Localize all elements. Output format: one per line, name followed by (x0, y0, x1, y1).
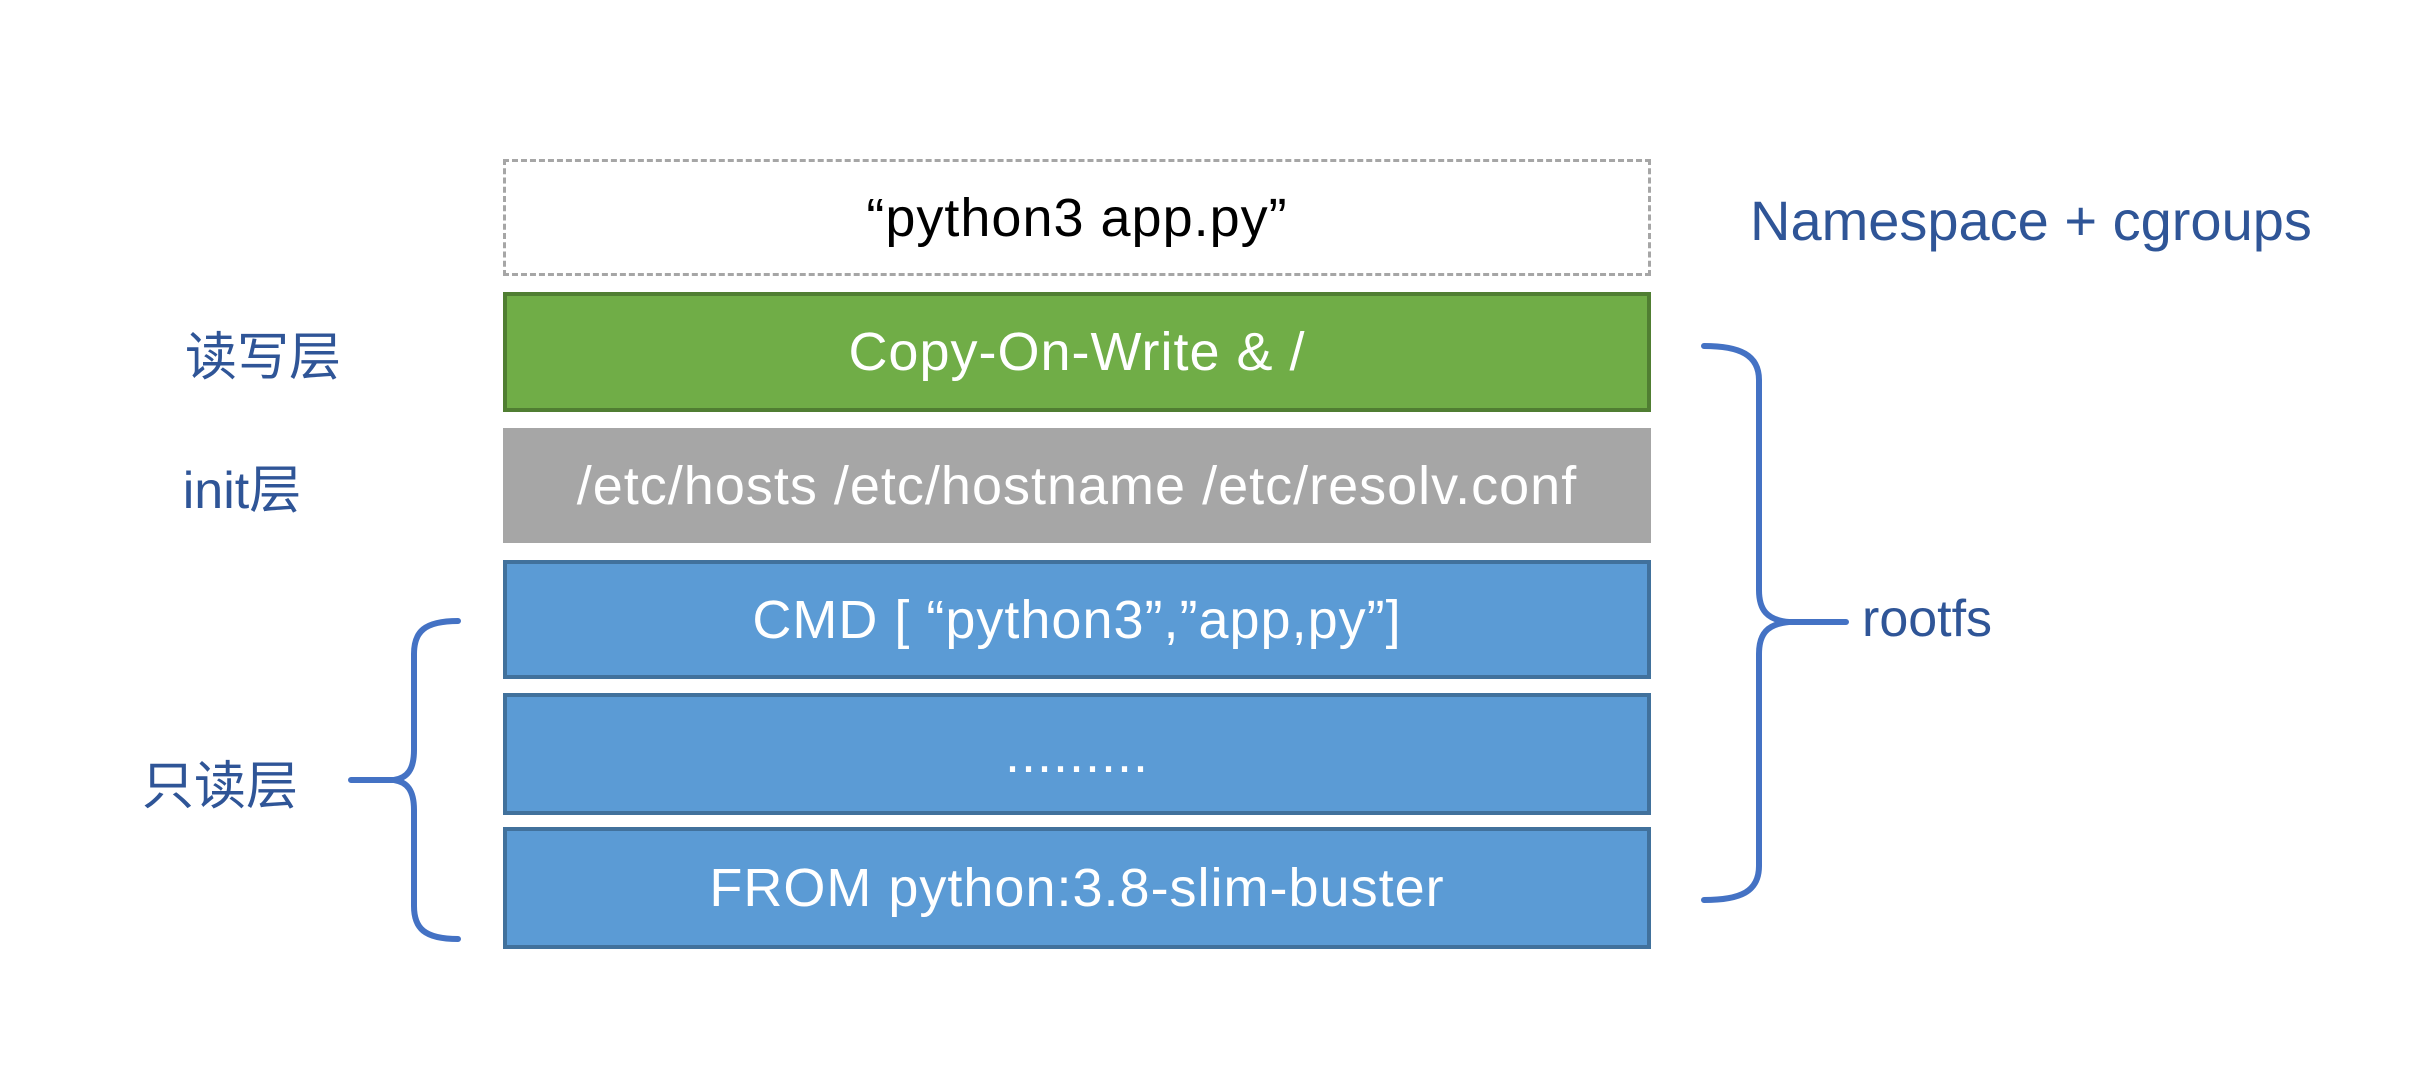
layer-box-from: FROM python:3.8-slim-buster (503, 827, 1651, 949)
rootfs-brace (1701, 343, 1849, 903)
label-rootfs: rootfs (1862, 589, 1993, 648)
layer-label-ellipsis: ......... (1004, 724, 1150, 784)
layer-label-cmd: CMD [ “python3”,”app,py”] (752, 589, 1402, 650)
container-command-label: “python3 app.py” (866, 187, 1288, 248)
layer-label-init-files: /etc/hosts /etc/hostname /etc/resolv.con… (576, 455, 1578, 516)
container-command-box: “python3 app.py” (503, 159, 1651, 276)
layer-box-copy-on-write: Copy-On-Write & / (503, 292, 1651, 412)
label-init-layer: init层 (182, 462, 302, 520)
layer-box-ellipsis: ......... (503, 693, 1651, 815)
label-namespace-cgroups: Namespace + cgroups (1750, 189, 2312, 252)
layer-label-copy-on-write: Copy-On-Write & / (848, 322, 1306, 382)
read-only-layers-brace (348, 618, 461, 942)
label-read-write-layer: 读写层 (184, 328, 341, 387)
layer-box-cmd: CMD [ “python3”,”app,py”] (503, 560, 1651, 679)
layer-label-from: FROM python:3.8-slim-buster (709, 858, 1445, 918)
layer-box-init-files: /etc/hosts /etc/hostname /etc/resolv.con… (503, 428, 1651, 543)
label-read-only-layer: 只读层 (141, 757, 298, 816)
